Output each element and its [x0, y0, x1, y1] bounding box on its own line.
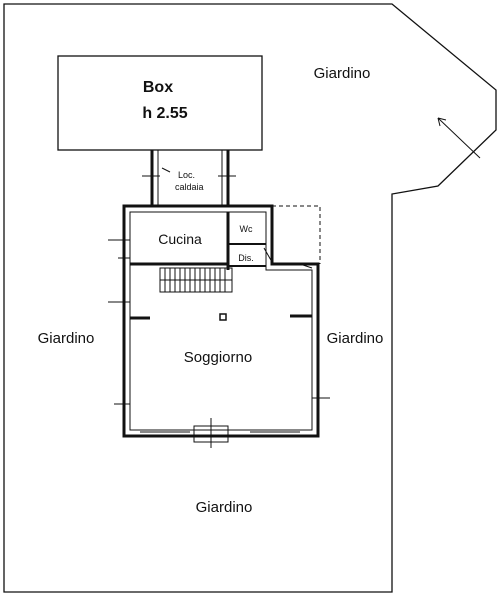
bottom-openings: [140, 418, 300, 448]
garden-label-bottom: Giardino: [196, 499, 253, 516]
kitchen-label: Cucina: [158, 231, 202, 247]
dis-label: Dis.: [238, 253, 254, 263]
boiler-room-walls: [142, 150, 236, 206]
garden-label-left: Giardino: [38, 330, 95, 347]
box-garage: [57, 55, 263, 151]
staircase: [159, 267, 233, 293]
window-openings: [108, 239, 330, 405]
internal-walls: [130, 212, 273, 270]
box-height-label: h 2.55: [142, 105, 187, 122]
house-outer-walls: [122, 204, 320, 438]
living-wall-stubs: [130, 314, 312, 320]
garden-label-top-right: Giardino: [314, 65, 371, 82]
garden-label-right: Giardino: [327, 330, 384, 347]
column-marker: [219, 313, 227, 321]
property-boundary: [3, 3, 497, 593]
boiler-room-label-2: caldaia: [175, 182, 204, 192]
boiler-room-label-1: Loc.: [178, 170, 195, 180]
terrace-outline: [272, 205, 321, 264]
living-room-label: Soggiorno: [184, 349, 252, 366]
box-label: Box: [143, 79, 173, 96]
north-arrow-icon: [437, 117, 481, 159]
wc-label: Wc: [240, 224, 253, 234]
